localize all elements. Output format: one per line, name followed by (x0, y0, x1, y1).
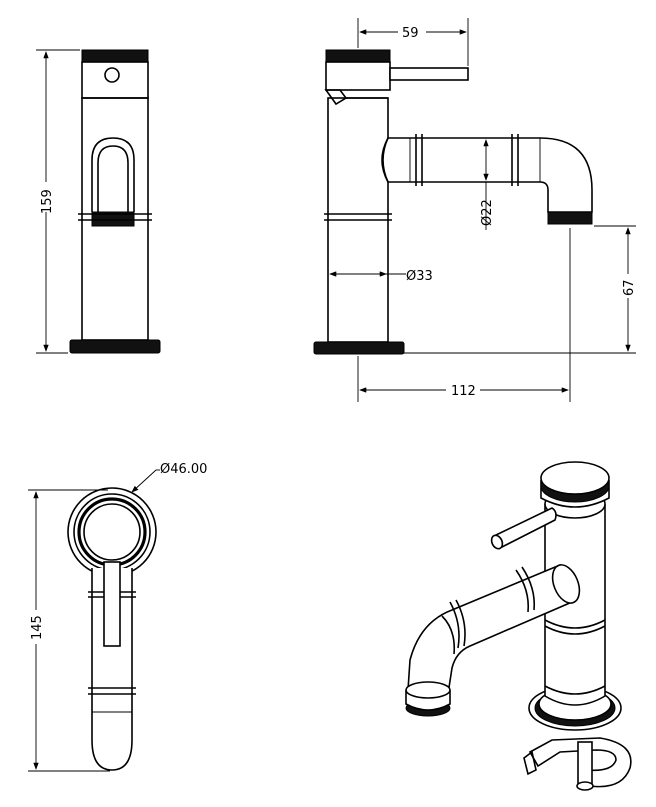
iso-top-cap (540, 461, 610, 495)
front-head-hole (104, 67, 120, 83)
plan-lever (103, 561, 121, 647)
dim-outlet-height: 67 (404, 225, 638, 354)
front-spout-inner (97, 145, 129, 212)
dim-plan-length-label: 145 (30, 615, 45, 640)
side-view (313, 49, 593, 355)
front-spout (91, 137, 135, 212)
front-base (69, 339, 161, 354)
side-top-cap (325, 49, 391, 63)
dim-spout-reach: 59 (357, 18, 469, 66)
isometric-view (405, 461, 632, 791)
iso-body (544, 504, 606, 706)
dim-spout-reach-label: 59 (402, 26, 419, 41)
side-spout-outlet (547, 211, 593, 225)
iso-spout-outlet (405, 681, 451, 699)
dim-body-diameter-label: Ø33 (406, 269, 433, 284)
iso-fixing-stud (577, 741, 593, 787)
side-head (325, 61, 391, 91)
dim-total-projection-label: 112 (451, 384, 476, 399)
dim-front-height: 159 (36, 49, 80, 354)
dim-pipe-diameter: Ø22 (480, 139, 495, 230)
front-spout-outlet (91, 211, 135, 227)
dim-body-diameter: Ø33 (329, 269, 433, 284)
dim-plan-length: 145 (26, 489, 110, 772)
front-head (81, 61, 149, 99)
dim-base-diameter-label: Ø46.00 (160, 462, 207, 477)
dim-outlet-height-label: 67 (622, 279, 637, 296)
front-top-cap (81, 49, 149, 63)
dim-total-projection: 112 (357, 228, 571, 402)
dim-pipe-diameter-label: Ø22 (480, 199, 495, 226)
dim-front-height-label: 159 (40, 189, 55, 214)
front-view (69, 49, 161, 354)
side-lever (389, 67, 469, 81)
side-base (313, 341, 405, 355)
plan-spout (91, 568, 133, 771)
plan-view (67, 487, 157, 771)
dim-base-diameter: Ø46.00 (131, 462, 207, 493)
